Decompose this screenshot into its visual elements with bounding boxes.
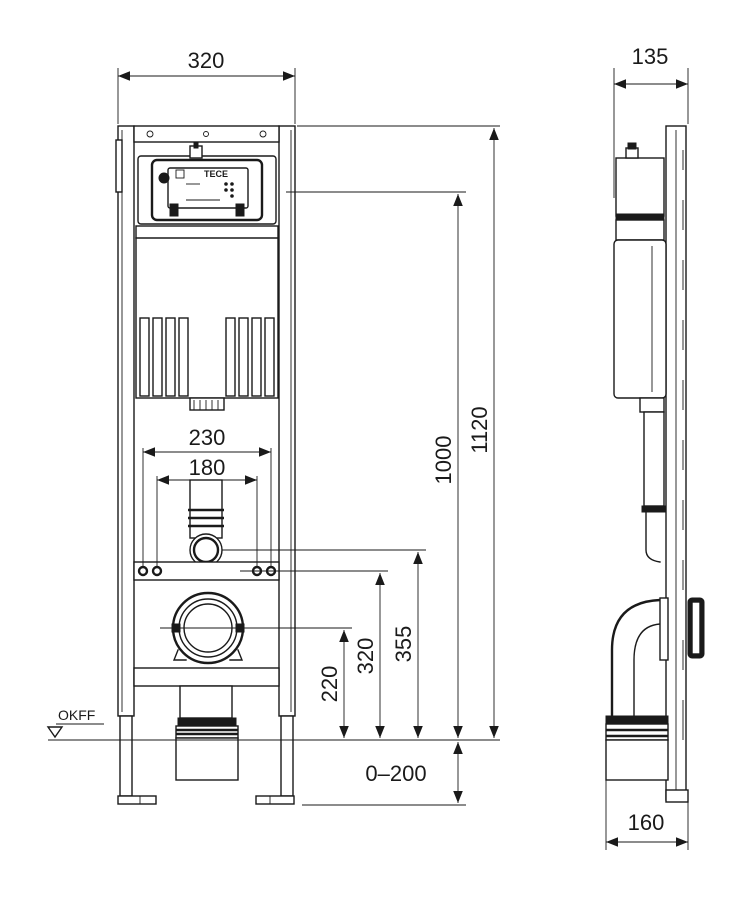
- dim-side-bottom: 160: [628, 810, 665, 835]
- brand-logo-text: TECE: [204, 169, 228, 179]
- dim-bolt-spacing: 180: [189, 455, 226, 480]
- floor-level-label: OKFF: [58, 707, 95, 723]
- dim-pipe-height: 220: [317, 666, 342, 703]
- dim-waste-height: 355: [391, 626, 416, 663]
- side-dimension-lines: [605, 68, 689, 850]
- flush-pipe: [188, 479, 224, 567]
- right-frame-post: [278, 125, 296, 717]
- dim-foot-adjust: 0–200: [365, 761, 426, 786]
- cistern-ribs: [139, 317, 275, 397]
- left-frame-post: [117, 125, 135, 717]
- dim-side-depth: 135: [632, 44, 669, 69]
- frame-feet: [117, 715, 295, 805]
- side-view: [605, 125, 705, 803]
- dim-front-width: 320: [188, 48, 225, 73]
- top-crossbar: [133, 125, 280, 143]
- front-view: TECE: [115, 125, 296, 805]
- cistern: TECE: [137, 141, 277, 225]
- dim-bolt-height: 320: [353, 638, 378, 675]
- extension-lines: [48, 68, 500, 806]
- dim-flush-plate-width: 230: [189, 425, 226, 450]
- front-dimension-lines: [118, 71, 499, 803]
- dim-total-height: 1120: [467, 406, 492, 453]
- floor-level-symbol: [46, 726, 64, 739]
- dim-actuator-height: 1000: [431, 436, 456, 485]
